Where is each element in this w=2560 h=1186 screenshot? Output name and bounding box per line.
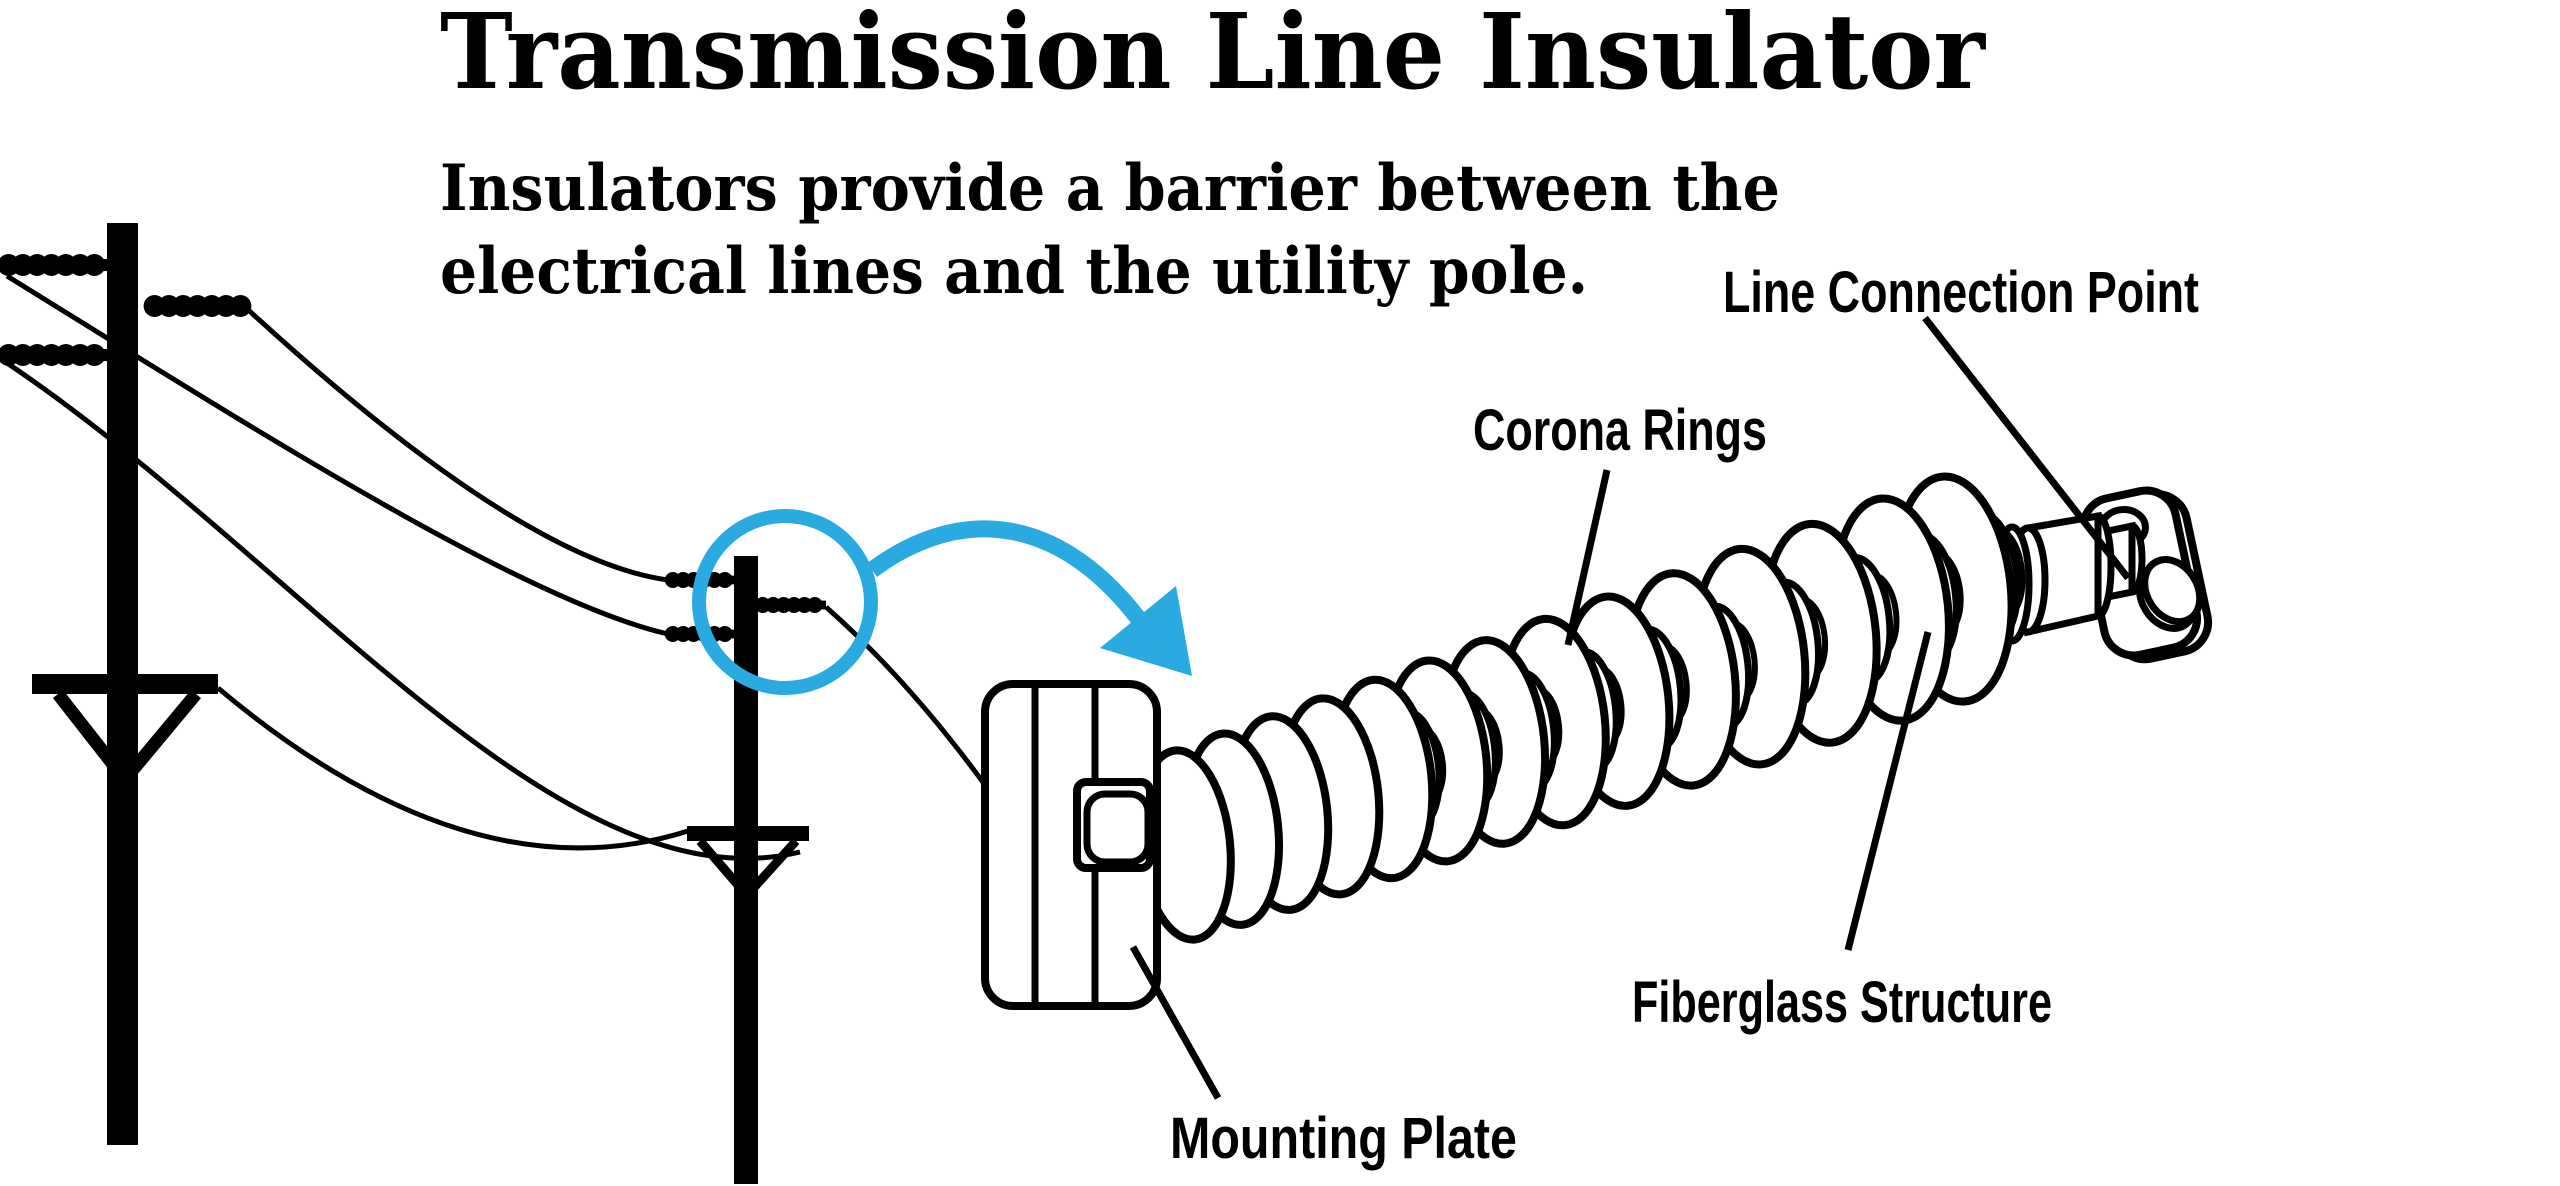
label-corona-rings: Corona Rings	[1473, 398, 1767, 463]
utility-pole-right	[687, 556, 809, 1184]
leader-fiberglass-structure	[1844, 631, 1932, 951]
zoom-arrow	[866, 520, 1192, 676]
illustration-layer	[0, 223, 2213, 1184]
leader-line-connection-point	[1922, 315, 2131, 581]
magnifier-circle	[692, 509, 878, 695]
label-fiberglass-structure: Fiberglass Structure	[1632, 970, 2052, 1035]
subtitle-line2: electrical lines and the utility pole.	[440, 234, 1588, 309]
fiberglass-shed-stack	[1135, 472, 2026, 944]
text-layer: Transmission Line Insulator Insulators p…	[440, 0, 2199, 1171]
label-mounting-plate: Mounting Plate	[1170, 1106, 1517, 1171]
utility-pole-left	[32, 223, 218, 1145]
insulator-illustration	[1135, 472, 2213, 944]
leader-mounting-plate	[1129, 945, 1222, 1100]
leader-lines	[1129, 315, 2131, 1100]
page-title: Transmission Line Insulator	[440, 0, 1986, 113]
mounting-plate	[981, 680, 1161, 1010]
leader-corona-rings	[1564, 469, 1611, 646]
strain-insulator-strings-left-pole	[0, 254, 252, 366]
label-line-connection-point: Line Connection Point	[1723, 260, 2199, 325]
subtitle-line1: Insulators provide a barrier between the	[440, 151, 1780, 226]
